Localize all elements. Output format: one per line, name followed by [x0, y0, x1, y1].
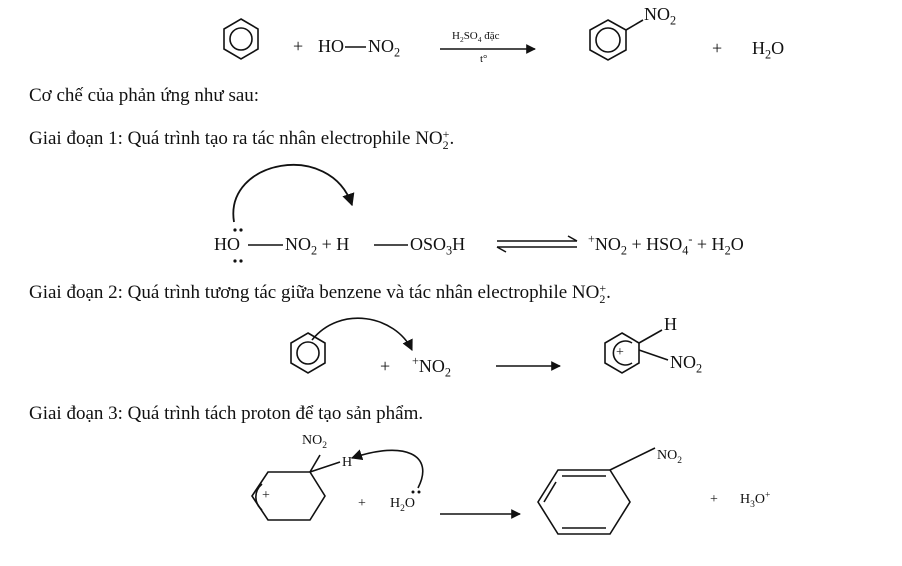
reagent-no2: NO2 [368, 36, 401, 60]
stage3-heading: Giai đoạn 3: Quá trình tách proton để tạ… [29, 403, 424, 424]
benzene-ring-stage2 [290, 332, 326, 374]
arenium-ion-stage3 [251, 454, 341, 521]
curved-arrow-stage2 [311, 317, 413, 352]
curved-arrow-stage3 [350, 449, 424, 489]
stage1-ho: HO [214, 234, 240, 254]
product-water: H2O [752, 38, 785, 62]
stage1-no2-h: NO2 + H [285, 234, 350, 258]
equilibrium-arrow [496, 235, 578, 253]
stage2-heading: Giai đoạn 2: Quá trình tương tác giữa be… [29, 280, 611, 306]
benzene-ring-reactant [223, 18, 259, 60]
stage3-product-no2: NO2 [657, 448, 682, 466]
stage3-h: H [342, 455, 353, 470]
stage1-oso3h: OSO3H [410, 234, 466, 258]
stage3-positive-charge: + [262, 488, 270, 503]
stage3-water: H2O [390, 496, 416, 514]
stage2-positive-charge: + [616, 345, 624, 360]
reaction-condition-acid: H2SO4 đặc [452, 30, 500, 45]
stage2-nitronium: +NO2 [412, 354, 452, 380]
stage2-intermediate-h: H [664, 314, 677, 334]
stage2-intermediate-no2: NO2 [670, 352, 703, 376]
arenium-ion-stage2 [604, 329, 669, 374]
reaction-condition-temp: t° [480, 53, 488, 65]
plus-sign: + [293, 36, 304, 56]
stage3-plus-2: + [710, 492, 718, 507]
stage3-no2: NO2 [302, 433, 327, 451]
stage3-plus: + [358, 496, 366, 511]
stage1-heading: Giai đoạn 1: Quá trình tạo ra tác nhân e… [29, 126, 455, 152]
stage3-hydronium: H3O+ [740, 490, 771, 510]
stage2-plus: + [380, 356, 391, 376]
product-no2-group: NO2 [644, 4, 677, 28]
curved-arrow-stage1 [232, 163, 355, 223]
lone-pair-dots-stage3 [411, 490, 421, 494]
stage1-ion: NO+2 [415, 126, 450, 152]
reagent-ho: HO [318, 36, 344, 56]
lone-pair-dots-stage1 [233, 228, 243, 263]
stage1-products: +NO2 + HSO4- + H2O [588, 232, 744, 258]
nitrobenzene-ring-product [589, 19, 644, 61]
plus-sign-2: + [712, 38, 723, 58]
stage2-ion: NO+2 [571, 280, 607, 306]
nitrobenzene-ring-stage3 [537, 447, 656, 535]
mechanism-intro: Cơ chế của phản ứng như sau: [29, 85, 260, 106]
